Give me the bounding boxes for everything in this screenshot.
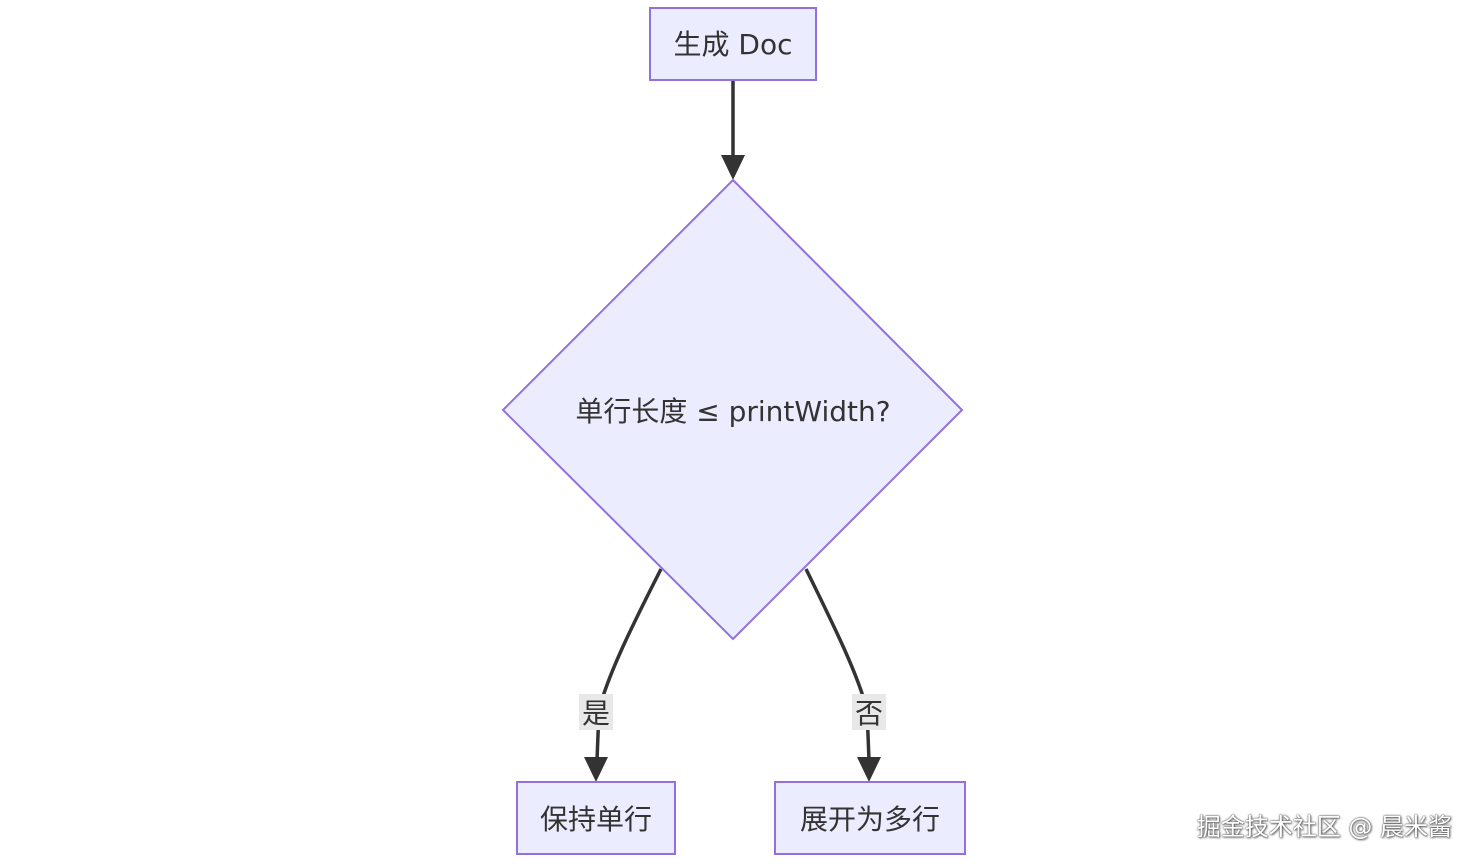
node-box xyxy=(516,781,676,855)
edge-start-to-decision xyxy=(721,80,745,180)
edge-label-background xyxy=(579,694,613,730)
edge-label-background xyxy=(852,694,886,730)
arrowhead-icon xyxy=(857,757,881,782)
node-label-decision: 单行长度 ≤ printWidth? xyxy=(575,395,890,428)
edge-decision-no: 否 xyxy=(804,568,886,782)
node-decision[interactable]: 单行长度 ≤ printWidth? xyxy=(501,178,964,641)
edge-label-no: 否 xyxy=(855,697,883,730)
node-label-start: 生成 Doc xyxy=(674,28,793,61)
edge-line xyxy=(804,568,871,761)
arrowhead-icon xyxy=(721,155,745,180)
arrowhead-icon xyxy=(584,757,608,782)
node-label-keep-single-line: 保持单行 xyxy=(540,803,652,836)
edge-label-yes: 是 xyxy=(582,697,610,730)
node-box xyxy=(774,781,966,855)
edge-line xyxy=(595,568,663,761)
watermark: 掘金技术社区 @ 晨米酱 xyxy=(1196,813,1452,841)
node-no-target[interactable]: 展开为多行 xyxy=(774,781,966,855)
node-yes-target[interactable]: 保持单行 xyxy=(516,781,676,855)
node-box xyxy=(649,7,817,81)
node-start[interactable]: 生成 Doc xyxy=(649,7,817,81)
node-label-expand-multiline: 展开为多行 xyxy=(800,803,940,836)
decision-diamond xyxy=(501,178,964,641)
edge-decision-yes: 是 xyxy=(579,568,663,782)
